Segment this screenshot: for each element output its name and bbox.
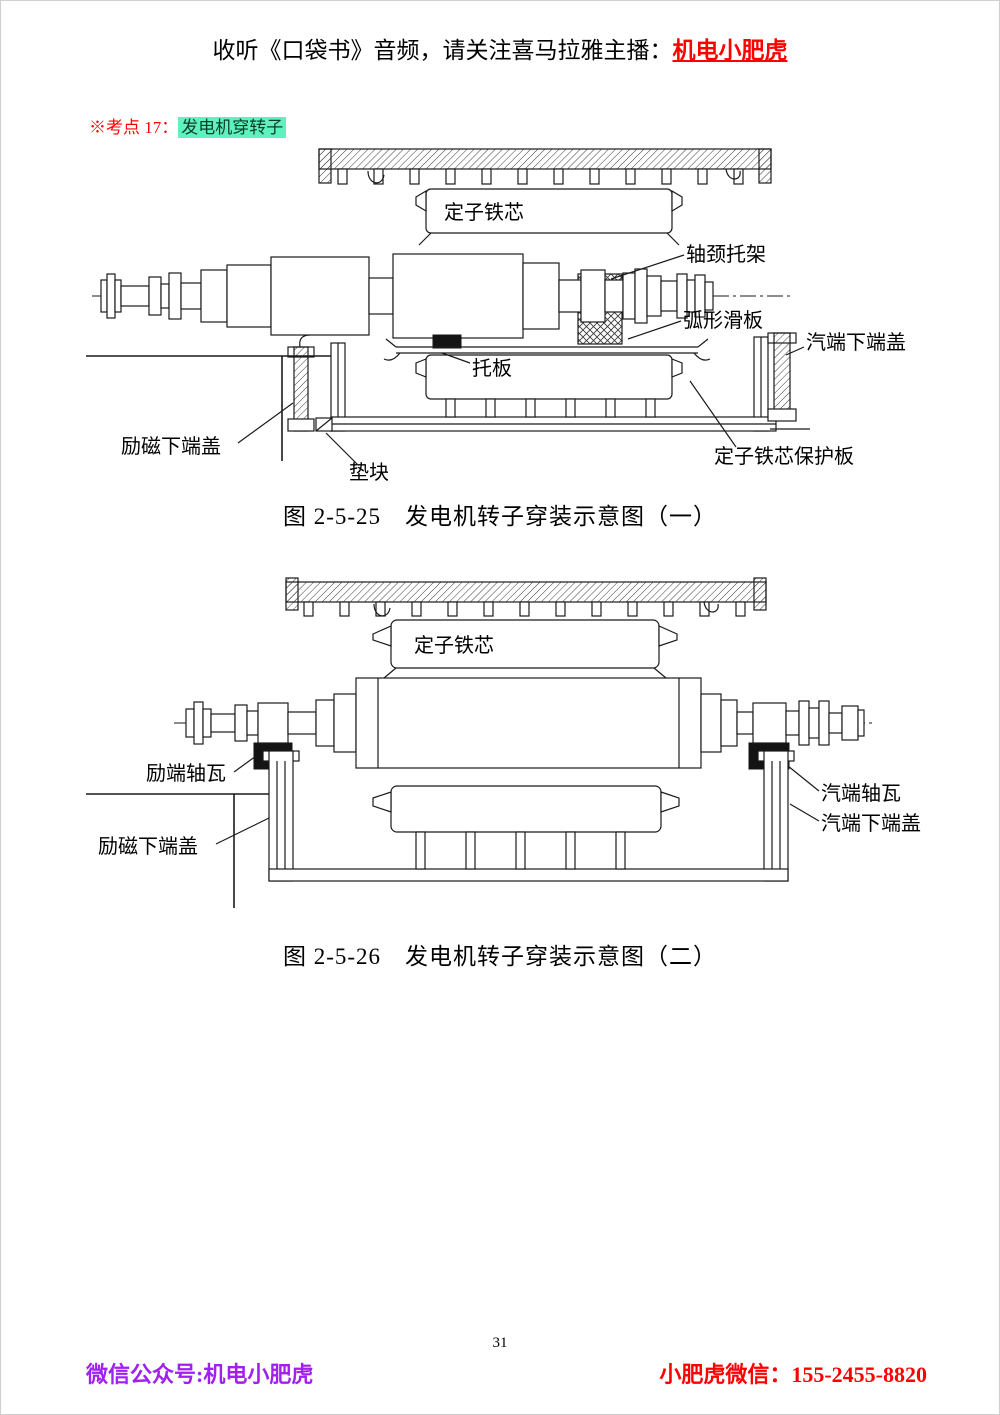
fig2-label-excitation-end-bearing: 励端轴瓦	[146, 762, 226, 785]
fig2-label-steam-end-bearing: 汽端轴瓦	[821, 782, 901, 805]
fig1-pad-block	[315, 417, 333, 432]
fig2-label-stator-core: 定子铁芯	[414, 634, 494, 657]
header-text: 收听《口袋书》音频，请关注喜马拉雅主播：	[212, 38, 673, 63]
fig2-top-frame	[285, 577, 767, 617]
fig1-label-excitation-lower-cover: 励磁下端盖	[121, 435, 221, 458]
header-anchor-link[interactable]: 机电小肥虎	[672, 38, 788, 63]
fig2-rotor	[185, 677, 865, 769]
fig1-support-plate	[383, 338, 711, 361]
figure2-diagram: 定子铁芯	[86, 577, 921, 908]
fig1-label-arc-slide-plate: 弧形滑板	[683, 309, 763, 332]
fig2-lower-frame	[262, 750, 795, 882]
fig1-upper-core: 定子铁芯	[415, 188, 683, 246]
fig2-label-steam-end-lower-cover: 汽端下端盖	[821, 812, 921, 835]
fig1-label-steam-end-lower-cover: 汽端下端盖	[806, 331, 906, 354]
fig2-annotations: 励端轴瓦 汽端轴瓦 励磁下端盖 汽端下端盖	[98, 755, 921, 858]
fig1-rotor	[100, 253, 714, 339]
keypoint-marker: ※考点 17：	[89, 118, 179, 137]
header-line: 收听《口袋书》音频，请关注喜马拉雅主播：机电小肥虎	[1, 31, 999, 65]
fig1-excitation-lower-cover	[287, 334, 315, 432]
fig2-label-excitation-lower-cover: 励磁下端盖	[98, 835, 198, 858]
fig1-label-journal-bracket: 轴颈托架	[686, 243, 766, 266]
fig1-label-stator-core-protection-plate: 定子铁芯保护板	[714, 445, 854, 468]
keypoint-topic-highlight: 发电机穿转子	[178, 117, 287, 138]
page-number: 31	[492, 1335, 508, 1351]
fig1-rotor-support-pad	[432, 334, 462, 349]
footer-wechat-account: 微信公众号:机电小肥虎	[86, 1362, 314, 1387]
fig2-upper-core: 定子铁芯	[372, 619, 678, 679]
footer-contact-number: 小肥虎微信：155-2455-8820	[659, 1362, 927, 1387]
fig1-label-support-plate: 托板	[472, 357, 512, 380]
keypoint-line: ※考点 17：发电机穿转子	[89, 113, 287, 138]
fig1-foundation-edge	[86, 355, 331, 461]
fig1-top-frame	[318, 148, 772, 185]
fig1-label-stator-core: 定子铁芯	[444, 201, 524, 224]
fig1-annotations: 轴颈托架 弧形滑板 托板 汽端下端盖 励磁下端盖 垫块 定子铁芯保护板	[121, 243, 906, 484]
figure2-caption: 图 2-5-26 发电机转子穿装示意图（二）	[282, 944, 718, 969]
fig1-lower-frame	[330, 336, 777, 432]
figure1-caption: 图 2-5-25 发电机转子穿装示意图（一）	[282, 504, 718, 529]
fig2-foundation-edge	[86, 793, 269, 908]
figure1-diagram: 定子铁芯	[86, 148, 906, 484]
fig1-label-pad-block: 垫块	[349, 461, 389, 484]
